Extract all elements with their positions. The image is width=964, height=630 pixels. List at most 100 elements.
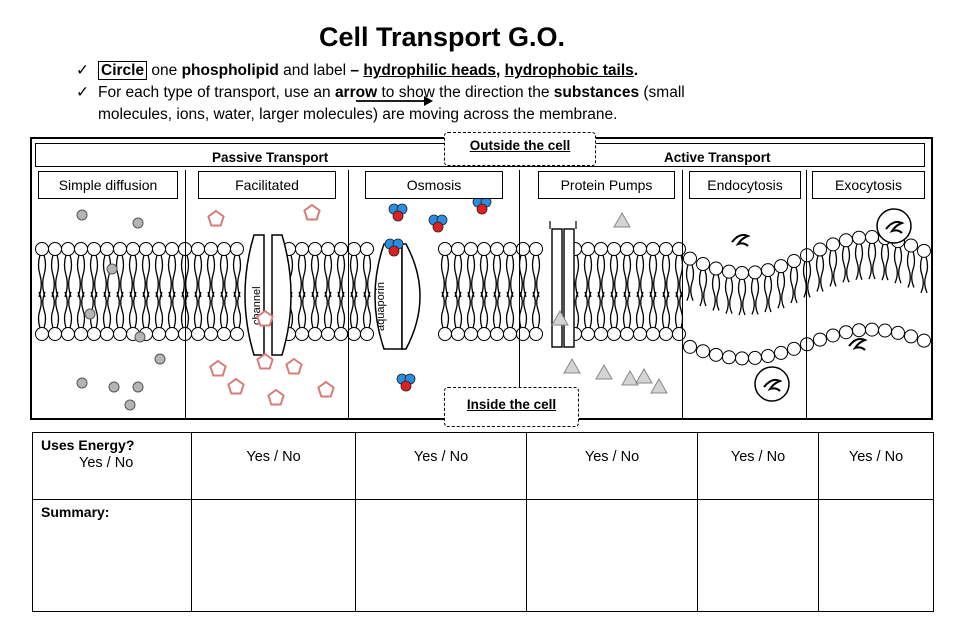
summary-cell[interactable] xyxy=(818,499,934,612)
phospholipid-head xyxy=(334,242,348,256)
lipid-tail xyxy=(341,291,346,329)
lipid-tail xyxy=(685,264,690,301)
lipid-tail xyxy=(484,291,489,329)
phospholipid-head xyxy=(204,242,218,256)
summary-cell[interactable] xyxy=(526,499,698,612)
phospholipid-head xyxy=(774,259,788,274)
phospholipid-head xyxy=(659,242,673,256)
lipid-tail xyxy=(328,254,333,298)
triangle-molecule-icon xyxy=(635,367,653,384)
vesicle-cargo-icon xyxy=(885,220,905,234)
lipid-tail xyxy=(341,254,346,298)
phospholipid-head xyxy=(100,327,114,341)
lipid-tail xyxy=(453,254,458,298)
lipid-tail xyxy=(781,271,786,309)
lipid-tail xyxy=(63,291,68,329)
hydrophilic-heads-label: hydrophilic heads xyxy=(363,62,496,79)
column-divider xyxy=(519,170,520,418)
lipid-tail xyxy=(219,291,224,329)
yes-no-choice[interactable]: Yes / No xyxy=(818,432,934,500)
yes-no-choice[interactable]: Yes / No xyxy=(526,432,698,500)
circle-word: Circle xyxy=(98,61,148,80)
summary-cell[interactable] xyxy=(697,499,819,612)
phospholipid-head xyxy=(308,242,322,256)
lipid-tail xyxy=(198,291,203,329)
lipid-tail xyxy=(445,291,450,329)
lipid-tail xyxy=(76,291,81,329)
lipid-tail xyxy=(107,291,112,329)
phospholipid-head xyxy=(813,332,827,347)
phospholipid-head xyxy=(360,327,374,341)
pentagon-molecule-icon xyxy=(285,357,303,375)
yes-no-choice[interactable]: Yes / No xyxy=(697,432,819,500)
lipid-tail xyxy=(198,254,203,298)
lipid-tail xyxy=(906,251,911,288)
lipid-tail xyxy=(880,243,885,281)
yes-no-choice[interactable]: Yes / No xyxy=(79,455,134,471)
phospholipid-head xyxy=(295,242,309,256)
pentagon-molecule-icon xyxy=(227,377,245,395)
lipid-tail xyxy=(133,291,138,329)
phospholipid-head xyxy=(633,242,647,256)
instruction-text: For each type of transport, use an xyxy=(98,84,335,101)
gray-ball-icon xyxy=(76,377,88,389)
phospholipid-head xyxy=(308,327,322,341)
lipid-tail xyxy=(893,246,898,284)
lipid-tail xyxy=(674,254,679,298)
lipid-tail xyxy=(614,254,619,298)
phospholipid-head xyxy=(477,242,491,256)
pentagon-molecule-icon xyxy=(317,380,335,398)
phospholipid-head xyxy=(464,242,478,256)
lipid-tail xyxy=(367,291,372,329)
lipid-tail xyxy=(354,254,359,298)
lipid-tail xyxy=(42,291,47,329)
gray-ball-icon xyxy=(134,331,146,343)
summary-cell[interactable] xyxy=(355,499,527,612)
phospholipid-head xyxy=(852,230,866,245)
lipid-tail xyxy=(81,254,86,298)
phospholipid-head xyxy=(217,242,231,256)
phospholipid-head xyxy=(529,327,543,341)
lipid-tail xyxy=(466,291,471,329)
yes-no-choice[interactable]: Yes / No xyxy=(191,432,356,500)
lipid-tail xyxy=(505,291,510,329)
lipid-tail xyxy=(185,291,190,329)
lipid-tail xyxy=(635,254,640,298)
lipid-tail xyxy=(362,291,367,329)
pentagon-molecule-icon xyxy=(256,352,274,370)
lipid-tail xyxy=(924,256,929,294)
lipid-tail xyxy=(128,254,133,298)
lipid-tail xyxy=(867,242,872,280)
lipid-tail xyxy=(859,243,864,281)
phospholipid-head xyxy=(865,230,879,245)
lipid-tail xyxy=(50,254,55,298)
dash: – xyxy=(350,62,364,79)
lipid-tail xyxy=(102,291,107,329)
lipid-tail xyxy=(50,291,55,329)
lipid-tail xyxy=(180,291,185,329)
phospholipid-head xyxy=(61,242,75,256)
lipid-tail xyxy=(653,291,658,329)
phospholipid-head xyxy=(204,327,218,341)
check-icon: ✓ xyxy=(76,62,89,79)
lipid-tail xyxy=(661,291,666,329)
phospholipid-head xyxy=(813,242,827,257)
phospholipid-head xyxy=(295,327,309,341)
lipid-tail xyxy=(302,254,307,298)
lipid-tail xyxy=(172,254,177,298)
phospholipid-head xyxy=(696,344,710,359)
summary-cell[interactable] xyxy=(191,499,356,612)
phospholipid-head xyxy=(607,327,621,341)
lipid-tail xyxy=(211,291,216,329)
column-divider xyxy=(806,170,807,418)
lipid-tail xyxy=(115,254,120,298)
phospholipid-head xyxy=(787,254,801,269)
pump-protein xyxy=(549,221,577,229)
lipid-tail xyxy=(523,254,528,298)
yes-no-choice[interactable]: Yes / No xyxy=(355,432,527,500)
lipid-tail xyxy=(841,246,846,283)
phospholipid-head xyxy=(787,341,801,356)
water-molecule-icon xyxy=(476,203,488,215)
lipid-tail xyxy=(37,291,42,329)
phospholipid-head xyxy=(35,242,49,256)
